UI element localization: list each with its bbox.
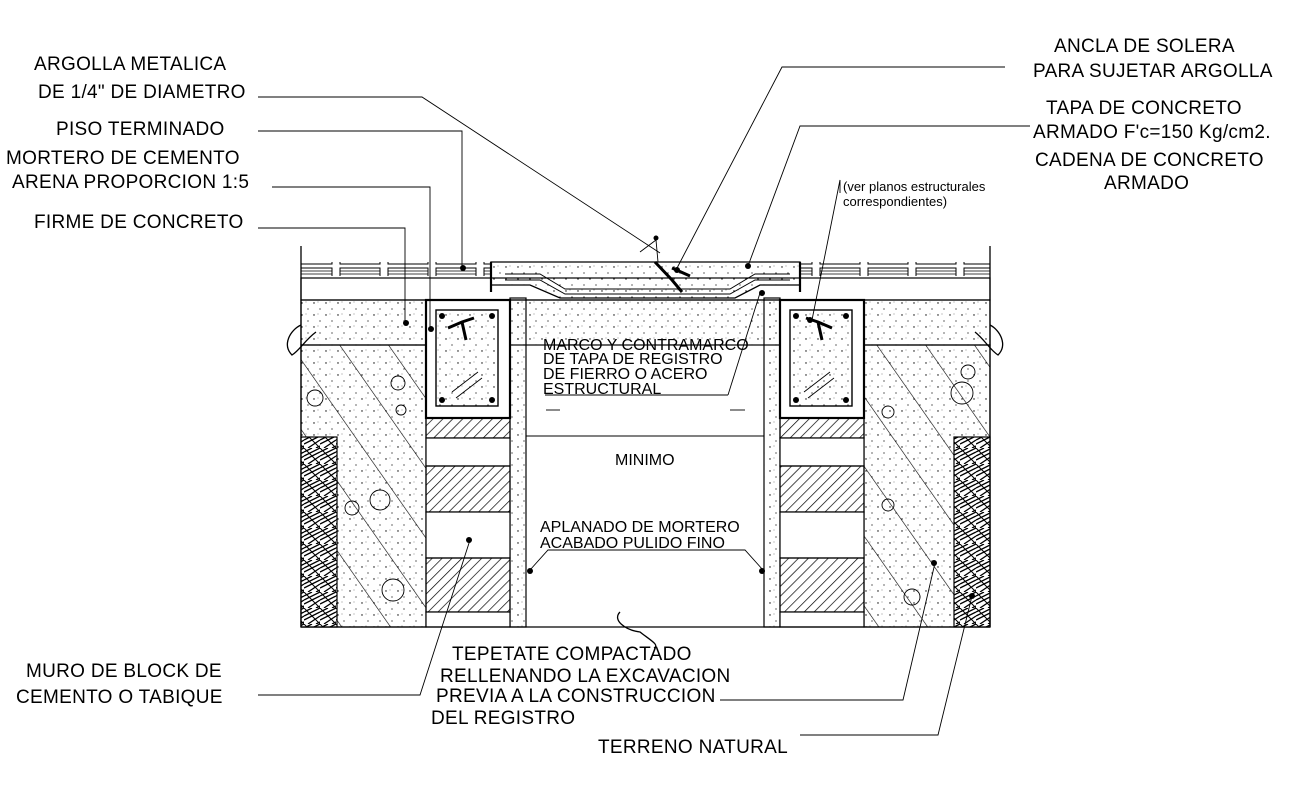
soil-left [300,344,427,628]
label-muro-line2: CEMENTO O TABIQUE [16,687,223,708]
label-tepetate-line4: DEL REGISTRO [431,708,575,729]
label-ancla-line1: ANCLA DE SOLERA [1054,36,1235,57]
leader-lines [258,66,1030,736]
label-tapa-line2: ARMADO F'c=150 Kg/cm2. [1033,122,1271,143]
label-cadena-line1: CADENA DE CONCRETO [1035,150,1264,171]
cadena-right [778,298,866,420]
label-marco-line1: MARCO Y CONTRAMARCO [543,337,749,354]
label-mortero-line2: ARENA PROPORCION 1:5 [12,172,249,193]
label-marco-line4: ESTRUCTURAL [543,381,661,398]
inner-wall-left [509,297,527,628]
label-muro-line1: MURO DE BLOCK DE [26,661,222,682]
label-aplanado-line2: ACABADO PULIDO FINO [540,535,725,552]
piso-terminado [300,246,991,627]
block-wall-right [779,417,865,628]
cadena-left [424,298,512,420]
label-firme: FIRME DE CONCRETO [34,212,244,233]
label-tepetate-line2: RELLENANDO LA EXCAVACION [440,666,731,687]
label-argolla-line2: DE 1/4" DE DIAMETRO [38,82,246,103]
label-tepetate-line3: PREVIA A LA CONSTRUCCION [436,686,716,707]
label-terreno: TERRENO NATURAL [598,737,788,758]
label-ver-planos-line2: correspondientes) [843,194,947,209]
label-ver-planos-line1: (ver planos estructurales [843,179,986,194]
label-mortero-line1: MORTERO DE CEMENTO [6,148,240,169]
label-ancla-line2: PARA SUJETAR ARGOLLA [1033,61,1273,82]
registro-interior [301,409,990,649]
label-minimo: MINIMO [615,452,675,469]
firme-slab [286,277,1004,356]
soil-right [863,344,991,628]
label-marco-line3: DE FIERRO O ACERO [543,366,707,383]
block-wall-left [425,417,511,628]
leader-dots [403,263,975,599]
tapa-concreto [489,261,802,299]
label-marco-line2: DE TAPA DE REGISTRO [543,351,723,368]
inner-wall-right [763,297,781,628]
label-cadena-line2: ARMADO [1104,173,1189,194]
label-argolla-line1: ARGOLLA METALICA [34,54,226,75]
label-tapa-line1: TAPA DE CONCRETO [1046,98,1242,119]
label-piso: PISO TERMINADO [56,119,225,140]
label-tepetate-line1: TEPETATE COMPACTADO [452,644,692,665]
label-aplanado-line1: APLANADO DE MORTERO [540,519,740,536]
